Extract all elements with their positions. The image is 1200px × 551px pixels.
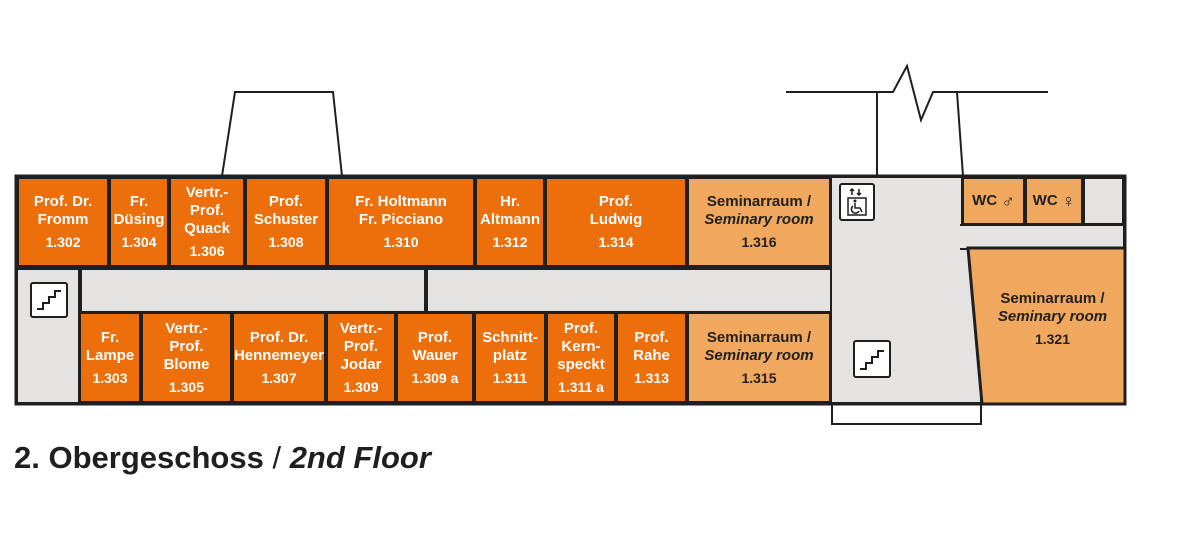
room-1305[interactable]: Vertr.-Prof. Blome 1.305 <box>140 311 233 404</box>
room-1316[interactable]: Seminarraum / Seminary room 1.316 <box>686 176 832 268</box>
room-number: 1.305 <box>168 378 205 395</box>
room-number: 1.307 <box>261 369 297 386</box>
room-label-en: Seminary room <box>997 308 1108 325</box>
room-1310[interactable]: Fr. Holtmann Fr. Picciano 1.310 <box>326 176 476 268</box>
room-1311a[interactable]: Prof. Kern-speckt 1.311 a <box>545 311 617 404</box>
wc-female[interactable]: WC ♀ <box>1024 176 1084 226</box>
room-number: 1.304 <box>121 234 157 250</box>
room-number: 1.308 <box>268 234 304 250</box>
room-number: 1.321 <box>1034 331 1071 347</box>
elevator-icon <box>839 183 875 221</box>
room-1314[interactable]: Prof. Ludwig 1.314 <box>544 176 688 268</box>
stairs-icon <box>30 282 68 318</box>
room-1313[interactable]: Prof. Rahe 1.313 <box>615 311 688 404</box>
room-label-en: Seminary room <box>704 211 814 228</box>
room-number: 1.313 <box>633 369 670 386</box>
room-name: Vertr.-Prof. Jodar <box>339 319 383 373</box>
room-number: 1.306 <box>189 243 225 259</box>
room-number: 1.309 <box>343 378 379 395</box>
wc-male[interactable]: WC ♂ <box>961 176 1026 226</box>
corridor-main <box>80 268 832 313</box>
room-1307[interactable]: Prof. Dr. Hennemeyer 1.307 <box>231 311 327 404</box>
room-name: Prof. Kern-speckt <box>557 319 605 373</box>
room-name: Fr. Holtmann Fr. Picciano <box>355 193 447 228</box>
room-number: 1.303 <box>92 369 128 386</box>
room-label-de: Seminarraum / <box>706 193 812 210</box>
room-name: Vertr.-Prof. Blome <box>163 319 210 373</box>
room-1303[interactable]: Fr. Lampe 1.303 <box>78 311 142 404</box>
room-name: Schnitt-platz <box>482 328 538 364</box>
stairs-icon <box>853 340 891 378</box>
room-name: Fr. Düsing <box>113 193 165 228</box>
room-label-de: Seminarraum / <box>706 328 812 346</box>
wheelchair-icon <box>847 197 867 216</box>
female-icon: ♀ <box>1061 191 1076 211</box>
room-label-de: Seminarraum / <box>1000 290 1105 307</box>
room-number: 1.314 <box>598 234 634 250</box>
room-label-en: Seminary room <box>704 346 814 364</box>
room-number: 1.311 a <box>558 378 604 395</box>
room-number: 1.312 <box>492 234 528 250</box>
room-number: 1.309 a <box>411 369 459 386</box>
room-name: Prof. Rahe <box>633 328 670 364</box>
room-name: Prof. Ludwig <box>589 193 643 228</box>
floor-title-en: 2nd Floor <box>289 440 431 475</box>
storage-room <box>1082 176 1125 226</box>
room-number: 1.311 <box>492 369 528 386</box>
room-1309[interactable]: Vertr.-Prof. Jodar 1.309 <box>325 311 397 404</box>
room-name: Prof. Wauer <box>412 328 458 364</box>
room-number: 1.316 <box>741 234 777 250</box>
room-name: Prof. Dr. Fromm <box>33 193 93 228</box>
room-1315[interactable]: Seminarraum / Seminary room 1.315 <box>686 311 832 404</box>
room-number: 1.302 <box>45 234 81 250</box>
room-name: Hr. Altmann <box>480 193 540 228</box>
room-1309a[interactable]: Prof. Wauer 1.309 a <box>395 311 475 404</box>
floor-title: 2. Obergeschoss / 2nd Floor <box>14 440 431 476</box>
wc-label: WC <box>1032 192 1058 209</box>
room-1306[interactable]: Vertr.-Prof. Quack 1.306 <box>168 176 246 268</box>
room-name: Fr. Lampe <box>85 328 135 364</box>
room-1311[interactable]: Schnitt-platz 1.311 <box>473 311 547 404</box>
wc-label: WC <box>972 192 998 209</box>
room-1308[interactable]: Prof. Schuster 1.308 <box>244 176 328 268</box>
room-number: 1.310 <box>383 234 419 250</box>
floor-title-separator: / <box>263 440 290 475</box>
room-name: Prof. Schuster <box>253 193 319 228</box>
room-1302[interactable]: Prof. Dr. Fromm 1.302 <box>16 176 110 268</box>
room-name: Vertr.-Prof. Quack <box>184 184 230 237</box>
room-name: Prof. Dr. Hennemeyer <box>233 328 325 364</box>
room-number: 1.315 <box>741 369 777 386</box>
room-1321[interactable]: Seminarraum / Seminary room 1.321 <box>980 290 1125 348</box>
male-icon: ♂ <box>1001 191 1015 211</box>
floor-title-de: 2. Obergeschoss <box>14 440 264 475</box>
